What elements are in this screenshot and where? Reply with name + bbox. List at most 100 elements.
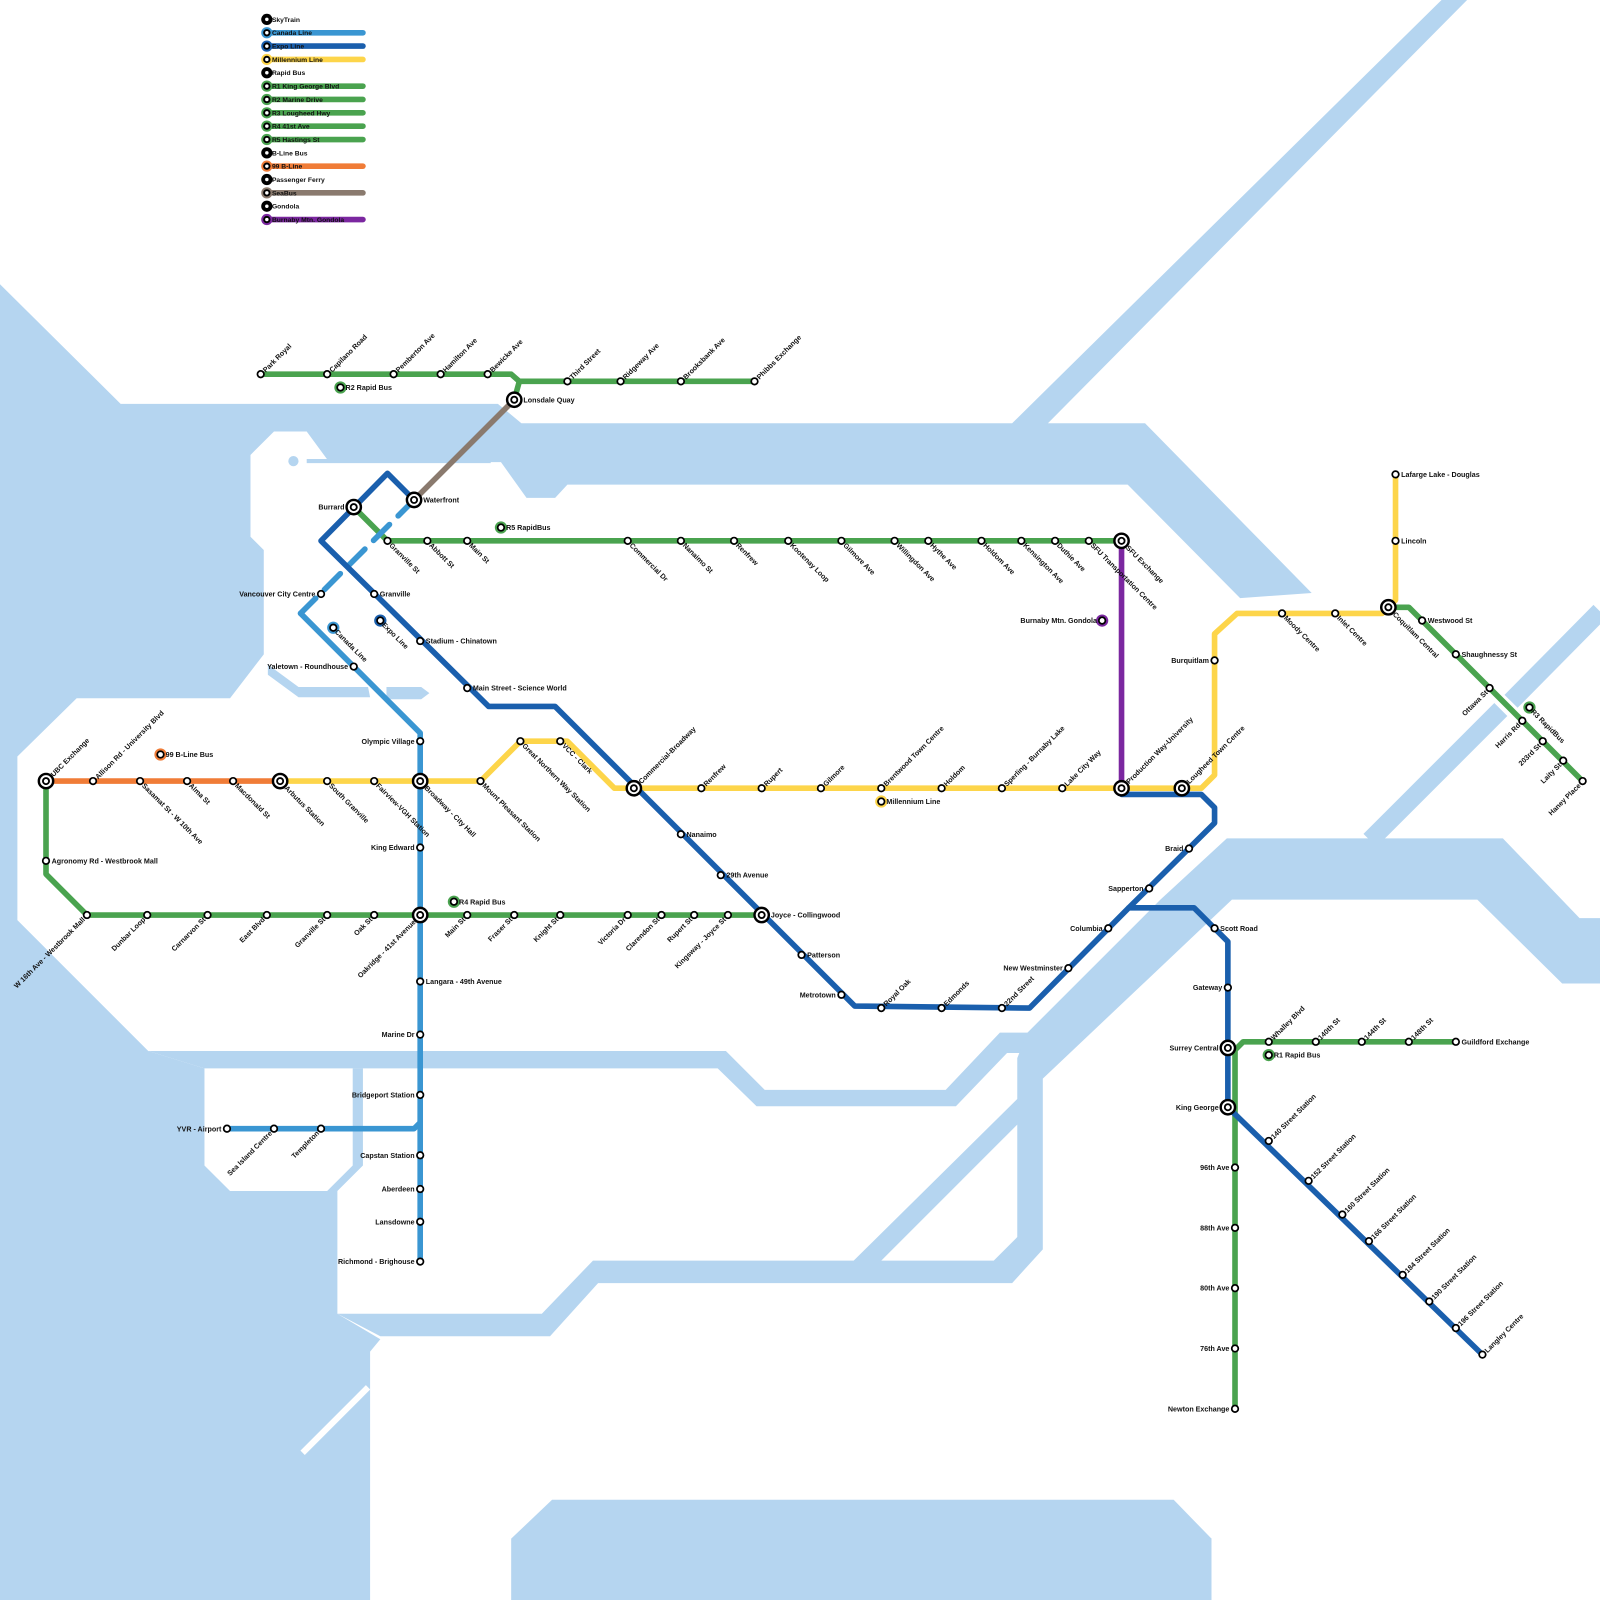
station-agronomy[interactable]: Agronomy Rd - Westbrook Mall xyxy=(41,856,158,865)
station-76th[interactable]: 76th Ave xyxy=(1200,1344,1240,1353)
station-icon[interactable] xyxy=(1404,1037,1413,1046)
station-icon[interactable] xyxy=(1264,1136,1273,1146)
station-icon[interactable] xyxy=(323,370,332,379)
station-mount-pleasant[interactable]: Mount Pleasant Station xyxy=(476,776,542,844)
station-burquitlam[interactable]: Burquitlam xyxy=(1171,656,1219,665)
station-icon[interactable] xyxy=(890,536,899,545)
station-icon[interactable] xyxy=(816,784,826,793)
station-icon[interactable] xyxy=(1058,784,1067,793)
station-icon[interactable] xyxy=(1311,1037,1320,1046)
station-88th[interactable]: 88th Ave xyxy=(1200,1223,1240,1233)
line-marker-dot[interactable] xyxy=(1264,1050,1273,1060)
station-scott-road[interactable]: Scott Road xyxy=(1210,924,1258,933)
station-lougheed[interactable]: Lougheed Town Centre xyxy=(1173,724,1247,797)
line-marker-millennium[interactable]: Millennium Line xyxy=(875,795,940,808)
station-patterson[interactable]: Patterson xyxy=(797,950,840,959)
station-icon[interactable] xyxy=(323,910,332,920)
station-icon[interactable] xyxy=(1338,1210,1347,1219)
station-moody[interactable]: Moody Centre xyxy=(1277,609,1322,654)
station-icon[interactable] xyxy=(937,784,946,793)
station-sperling[interactable]: Sperling - Burnaby Lake xyxy=(997,724,1067,793)
station-icon[interactable] xyxy=(41,856,51,865)
station-capstan[interactable]: Capstan Station xyxy=(360,1151,425,1160)
station-icon[interactable] xyxy=(1451,650,1460,659)
station-icon[interactable] xyxy=(143,910,152,920)
station-icon[interactable] xyxy=(389,370,398,379)
station-icon[interactable] xyxy=(370,776,379,786)
station-icon[interactable] xyxy=(416,1257,425,1266)
station-icon[interactable] xyxy=(182,776,192,786)
station-icon[interactable] xyxy=(1064,964,1073,973)
station-icon[interactable] xyxy=(1578,776,1587,786)
station-waterfront[interactable]: Waterfront xyxy=(405,491,460,509)
station-icon[interactable] xyxy=(977,536,986,545)
station-commercial-broadway[interactable]: Commercial-Broadway xyxy=(625,725,698,797)
station-icon[interactable] xyxy=(323,776,332,786)
station-icon[interactable] xyxy=(623,910,632,920)
station-kingsway-joyce[interactable]: Kingsway - Joyce St xyxy=(673,910,733,971)
r5-hastings-line[interactable] xyxy=(350,504,1125,544)
line-marker-r2[interactable]: R2 Rapid Bus xyxy=(334,381,392,394)
station-new-west[interactable]: New Westminster xyxy=(1003,964,1073,973)
station-icon[interactable] xyxy=(349,662,358,671)
station-icon[interactable] xyxy=(1264,1037,1273,1046)
station-icon[interactable] xyxy=(556,737,565,746)
station-icon[interactable] xyxy=(616,377,625,386)
station-icon[interactable] xyxy=(716,871,725,880)
line-marker-gondola[interactable]: Burnaby Mtn. Gondola xyxy=(1020,614,1109,627)
station-columbia[interactable]: Columbia xyxy=(1070,924,1113,933)
station-icon[interactable] xyxy=(1230,1344,1240,1353)
station-icon[interactable] xyxy=(937,1003,946,1013)
station-guildford[interactable]: Guildford Exchange xyxy=(1451,1037,1530,1046)
station-icon[interactable] xyxy=(203,910,212,920)
station-icon[interactable] xyxy=(1230,1163,1240,1172)
line-marker-dot[interactable] xyxy=(877,797,886,806)
station-st152[interactable]: 152 Street Station xyxy=(1304,1132,1358,1185)
station-braid[interactable]: Braid xyxy=(1165,844,1194,853)
station-st196[interactable]: 196 Street Station xyxy=(1451,1280,1505,1333)
station-icon[interactable] xyxy=(416,1184,425,1194)
station-icon[interactable] xyxy=(1451,1037,1460,1046)
station-aberdeen[interactable]: Aberdeen xyxy=(382,1184,425,1194)
station-icon[interactable] xyxy=(690,910,699,920)
station-icon[interactable] xyxy=(383,536,392,545)
station-yaletown[interactable]: Yaletown - Roundhouse xyxy=(267,662,358,671)
line-marker-dot[interactable] xyxy=(336,383,345,392)
station-newton[interactable]: Newton Exchange xyxy=(1168,1404,1240,1413)
station-icon[interactable] xyxy=(676,377,686,386)
station-icon[interactable] xyxy=(877,1003,886,1013)
station-icon[interactable] xyxy=(1417,616,1427,625)
station-icon[interactable] xyxy=(837,536,846,545)
station-icon[interactable] xyxy=(1184,844,1194,853)
station-westwood[interactable]: Westwood St xyxy=(1417,616,1473,625)
station-olympic[interactable]: Olympic Village xyxy=(362,737,425,746)
station-lonsdale-quay[interactable]: Lonsdale Quay xyxy=(505,391,575,409)
station-icon[interactable] xyxy=(510,910,519,920)
station-icon[interactable] xyxy=(729,536,739,545)
line-marker-r4[interactable]: R4 Rapid Bus xyxy=(447,895,506,908)
station-lincoln[interactable]: Lincoln xyxy=(1391,536,1427,545)
station-icon[interactable] xyxy=(556,910,565,920)
seabus-route[interactable] xyxy=(411,396,518,503)
station-king-george[interactable]: King George xyxy=(1176,1098,1237,1116)
station-icon[interactable] xyxy=(1230,1223,1240,1233)
station-phibbs-exchange[interactable]: Phibbs Exchange xyxy=(750,334,803,386)
station-icon[interactable] xyxy=(676,536,686,545)
station-icon[interactable] xyxy=(750,377,759,386)
station-surrey-central[interactable]: Surrey Central xyxy=(1169,1039,1237,1057)
station-icon[interactable] xyxy=(837,990,846,999)
station-ridgeway-ave[interactable]: Ridgeway Ave xyxy=(616,342,661,386)
station-bridgeport[interactable]: Bridgeport Station xyxy=(352,1090,425,1100)
station-icon[interactable] xyxy=(416,737,425,746)
station-icon[interactable] xyxy=(262,910,271,920)
station-haney[interactable]: Haney Place xyxy=(1547,776,1587,818)
station-allison[interactable]: Allison Rd - University Blvd xyxy=(88,709,166,786)
station-icon[interactable] xyxy=(88,776,98,786)
station-icon[interactable] xyxy=(1478,1350,1487,1359)
line-marker-r1[interactable]: R1 Rapid Bus xyxy=(1262,1048,1321,1062)
station-icon[interactable] xyxy=(370,589,379,599)
canada-line-downtown[interactable] xyxy=(297,497,417,617)
station-vcc-centre[interactable]: Vancouver City Centre xyxy=(239,589,326,599)
station-st160[interactable]: 160 Street Station xyxy=(1338,1166,1391,1219)
station-96th[interactable]: 96th Ave xyxy=(1200,1163,1240,1172)
